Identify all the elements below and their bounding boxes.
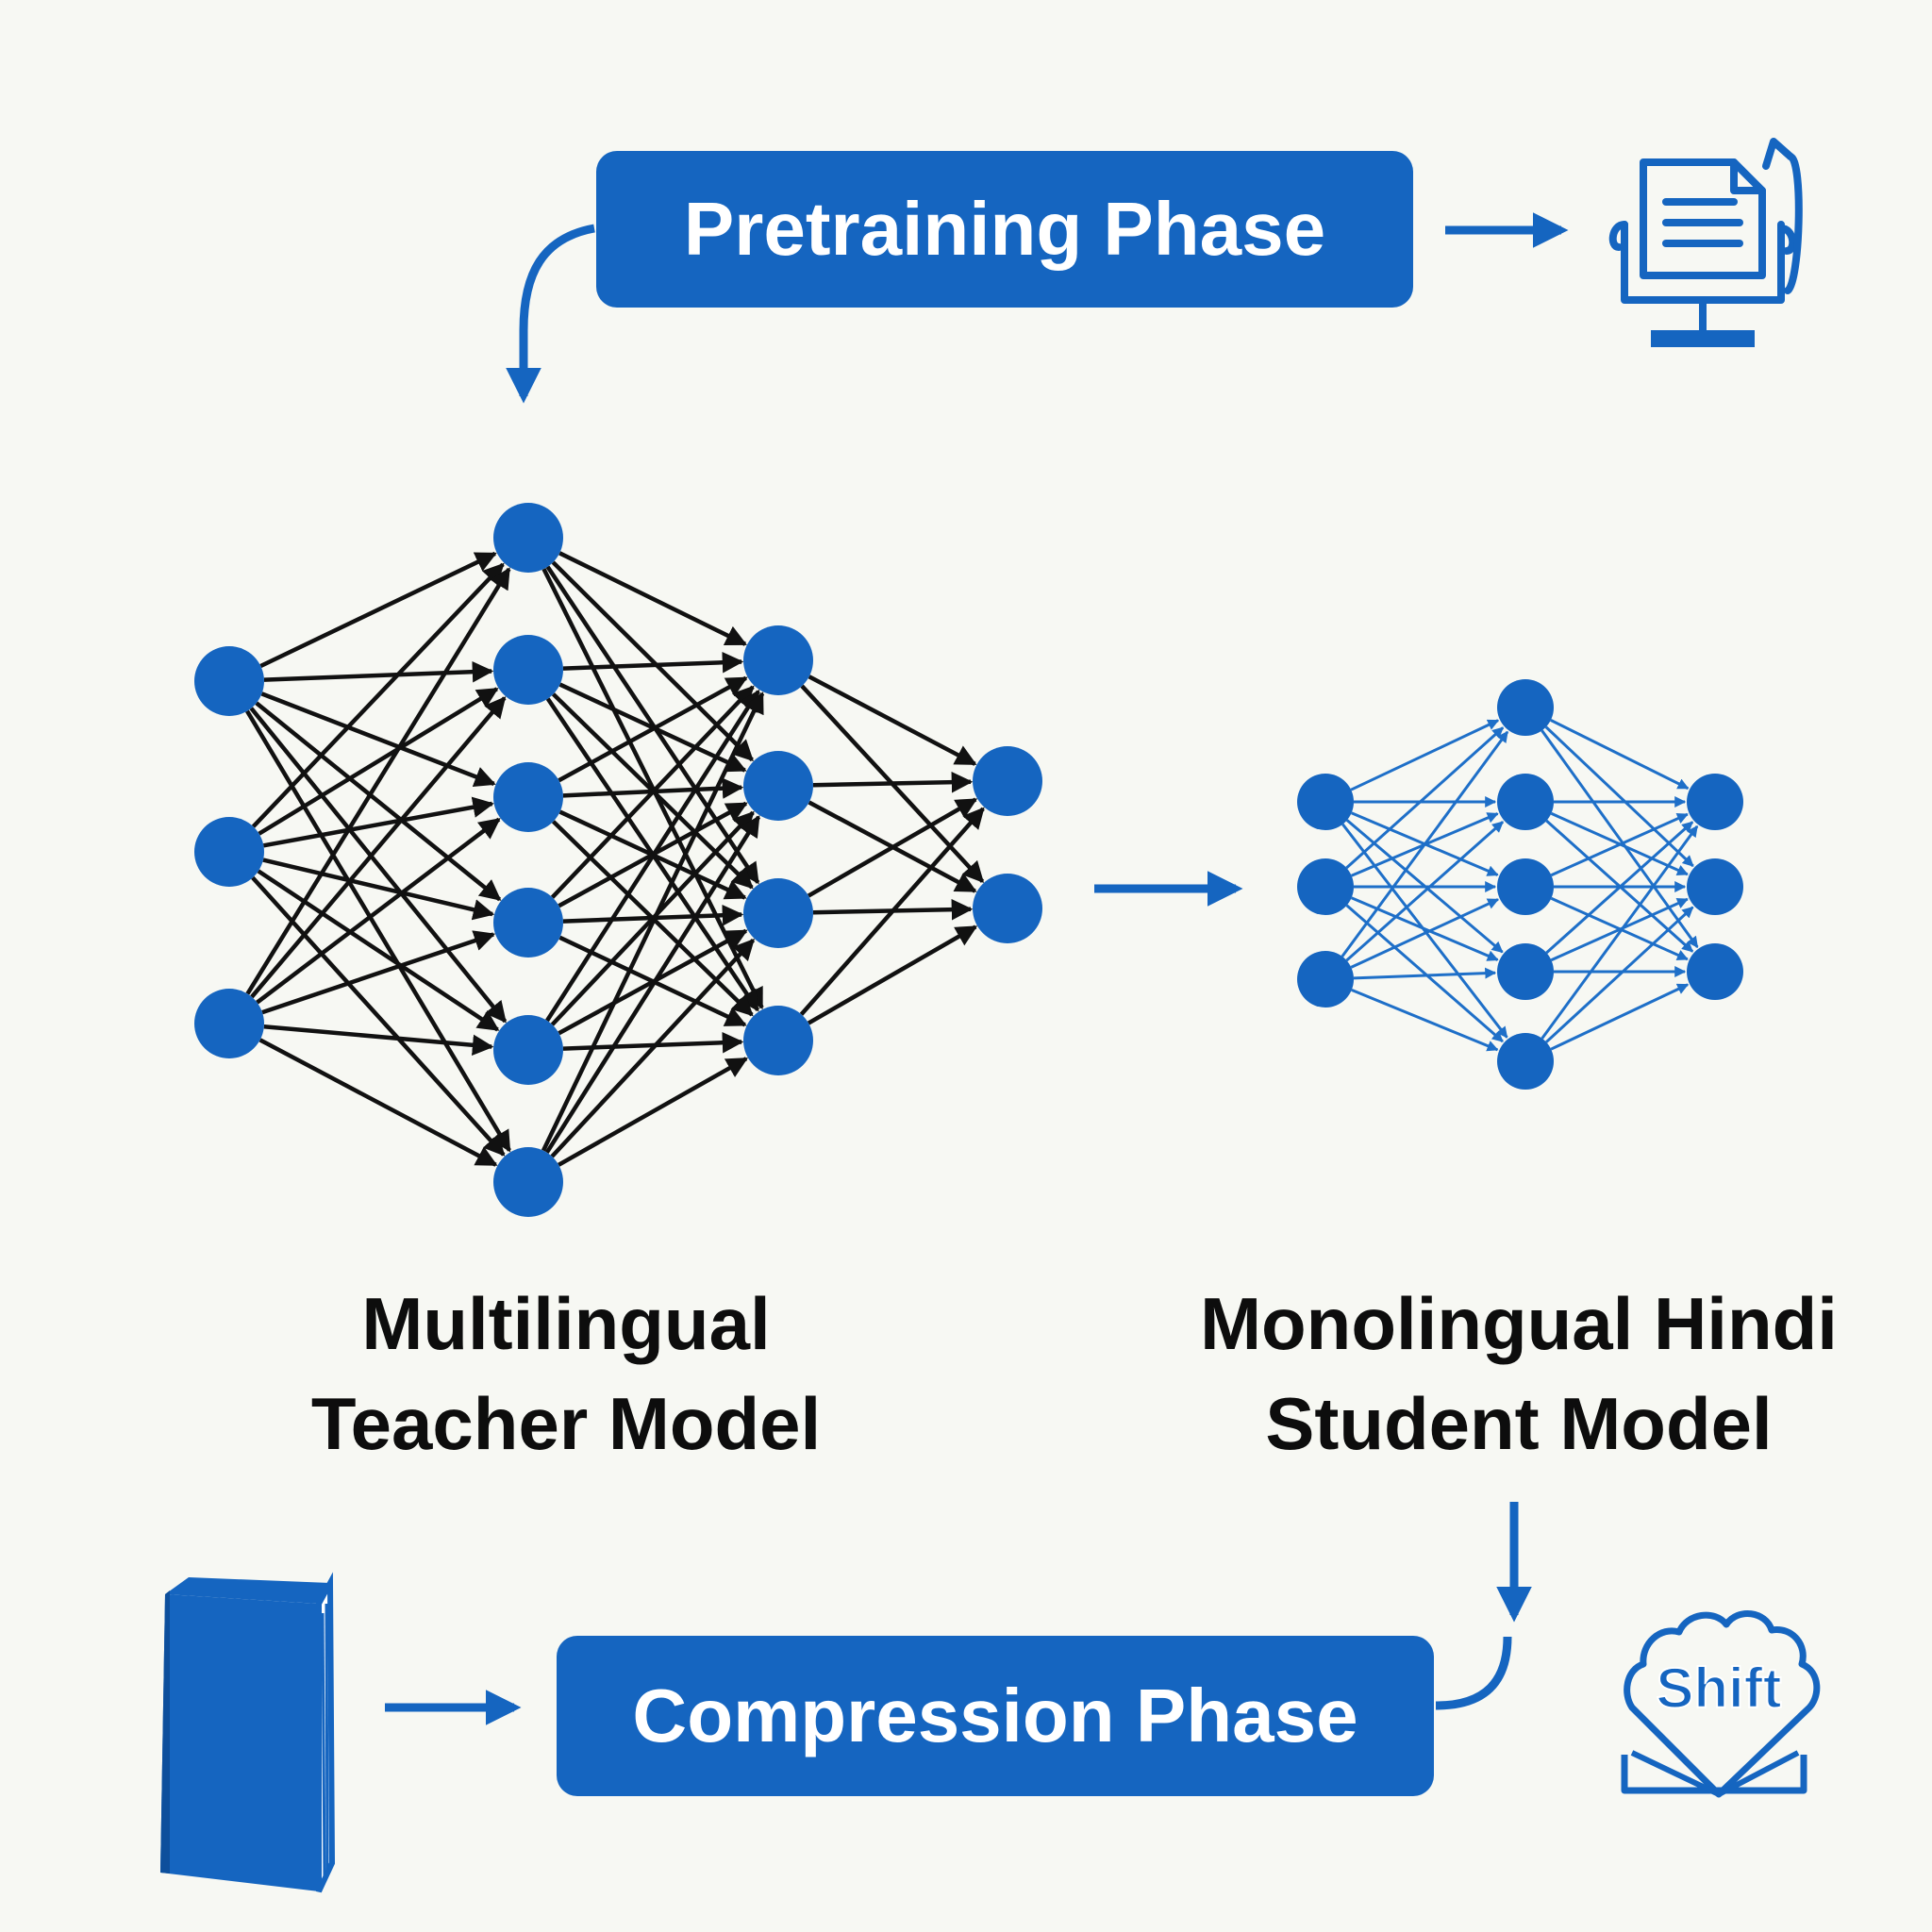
teacher-network: [194, 503, 1042, 1217]
shift-badge-icon: Shift: [1621, 1610, 1821, 1798]
teacher-node-l3-n1: [743, 625, 813, 695]
teacher-edge: [807, 797, 978, 898]
student-edge: [1550, 983, 1690, 1051]
teacher-node-l1-n3: [194, 989, 264, 1058]
student-edge: [1351, 896, 1499, 961]
teacher-edge: [545, 565, 760, 885]
teacher-node-l2-n3: [493, 762, 563, 832]
student-node-l2-n1: [1497, 679, 1554, 736]
student-edge: [1341, 823, 1508, 1039]
student-edge: [1541, 729, 1699, 948]
student-node-l2-n4: [1497, 943, 1554, 1000]
student-label-line1: Monolingual Hindi: [1200, 1282, 1838, 1365]
teacher-edge: [545, 689, 760, 1023]
teacher-node-l4-n2: [973, 874, 1042, 943]
teacher-node-l4-n1: [973, 746, 1042, 816]
teacher-edge: [558, 551, 748, 646]
teacher-edge: [541, 691, 765, 1152]
compression-to-student-curve: [1435, 1636, 1512, 1710]
student-edge: [1550, 812, 1689, 877]
teacher-edge: [255, 701, 502, 902]
teacher-edges: [245, 551, 985, 1167]
teacher-edge: [249, 707, 508, 1024]
teacher-edge: [807, 924, 978, 1025]
student-edges: [1341, 719, 1699, 1052]
teacher-edge: [245, 567, 511, 995]
student-edge: [1545, 906, 1694, 1043]
teacher-edge: [262, 858, 495, 921]
compression-phase-label: Compression Phase: [632, 1674, 1358, 1757]
shift-badge-text: Shift: [1656, 1657, 1781, 1720]
teacher-edge: [808, 675, 977, 766]
teacher-node-l3-n2: [743, 751, 813, 821]
student-edge: [1550, 897, 1689, 962]
teacher-edge: [261, 930, 496, 1015]
student-edge: [1545, 821, 1694, 955]
student-node-l3-n3: [1687, 943, 1743, 1000]
student-node-l2-n5: [1497, 1033, 1554, 1090]
compression-phase-box: Compression Phase: [557, 1636, 1434, 1796]
student-node-l1-n1: [1297, 774, 1354, 830]
student-network: [1297, 679, 1743, 1090]
teacher-edge: [251, 562, 505, 828]
teacher-edge: [558, 675, 748, 783]
pretrain-to-teacher-arrow: [506, 224, 595, 404]
student-edge: [1541, 824, 1699, 1040]
teacher-edge: [562, 651, 744, 674]
student-edge: [1350, 719, 1500, 791]
student-node-l1-n3: [1297, 951, 1354, 1008]
teacher-label-line2: Teacher Model: [310, 1382, 822, 1465]
teacher-edge: [550, 685, 755, 899]
teacher-edge: [262, 796, 494, 848]
teacher-edge: [550, 938, 756, 1158]
teacher-edge: [256, 817, 501, 1005]
teacher-node-l2-n4: [493, 888, 563, 958]
document-monitor-icon: [1608, 138, 1803, 347]
pretraining-phase-box: Pretraining Phase: [596, 151, 1413, 308]
student-edge: [1341, 730, 1509, 958]
student-edge: [1345, 904, 1504, 1043]
student-node-l2-n3: [1497, 858, 1554, 915]
teacher-node-l3-n3: [743, 878, 813, 948]
teacher-node-l1-n2: [194, 817, 264, 887]
student-edge: [1345, 726, 1505, 870]
teacher-label-line1: Multilingual: [361, 1282, 771, 1365]
teacher-edge: [558, 1057, 749, 1167]
teacher-edge: [260, 691, 496, 788]
student-node-l3-n1: [1687, 774, 1743, 830]
teacher-edge: [250, 696, 507, 999]
student-edge: [1345, 821, 1505, 962]
teacher-edge: [259, 551, 497, 669]
student-edge: [1353, 967, 1497, 980]
teacher-model-label: Multilingual Teacher Model: [236, 1274, 896, 1474]
student-node-l3-n2: [1687, 858, 1743, 915]
teacher-edge: [812, 771, 974, 793]
teacher-node-l2-n1: [493, 503, 563, 573]
student-node-l1-n2: [1297, 858, 1354, 915]
teacher-node-l1-n1: [194, 646, 264, 716]
teacher-node-l2-n5: [493, 1015, 563, 1085]
teacher-node-l2-n2: [493, 635, 563, 705]
pretraining-phase-label: Pretraining Phase: [683, 187, 1326, 271]
student-edge: [1550, 719, 1690, 791]
teacher-edge: [544, 815, 761, 1154]
student-edge: [1350, 898, 1500, 969]
teacher-node-l2-n6: [493, 1147, 563, 1217]
teacher-edge: [257, 869, 500, 1032]
teacher-node-l3-n4: [743, 1006, 813, 1075]
book-icon: [160, 1572, 336, 1893]
student-label-line2: Student Model: [1265, 1382, 1773, 1465]
teacher-edge: [263, 660, 494, 683]
teacher-edge: [258, 1038, 498, 1167]
teacher-edge: [263, 1024, 494, 1056]
teacher-edge: [251, 875, 506, 1157]
teacher-edge: [258, 687, 499, 836]
student-model-label: Monolingual Hindi Student Model: [1141, 1274, 1896, 1474]
student-node-l2-n2: [1497, 774, 1554, 830]
student-edge: [1351, 989, 1499, 1052]
teacher-edge: [799, 807, 985, 1016]
teacher-edge: [551, 560, 754, 762]
